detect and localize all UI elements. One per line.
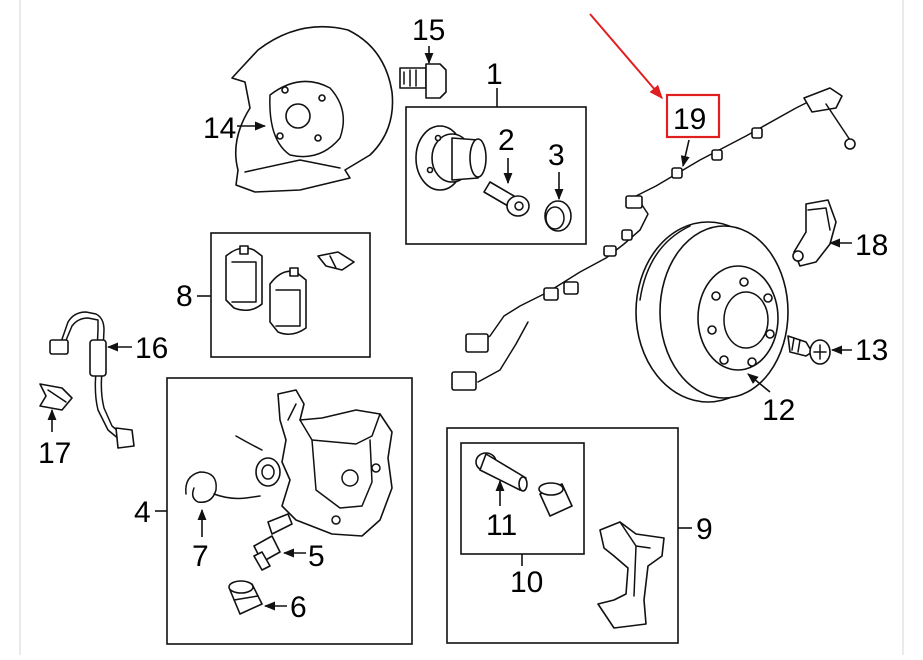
callout-6: 6 — [290, 591, 307, 624]
callout-13: 13 — [855, 334, 888, 367]
callout-3: 3 — [548, 139, 565, 172]
group-box-8 — [210, 232, 371, 358]
callout-4: 4 — [134, 496, 151, 529]
speed-sensor — [792, 199, 837, 267]
brake-disc — [635, 221, 789, 403]
hub-cap-3 — [544, 200, 572, 232]
bleeder-screw-5 — [253, 513, 293, 571]
caliper-housing — [235, 389, 393, 537]
callout-2: 2 — [498, 124, 515, 157]
pad-clip — [317, 251, 355, 271]
disc-screw — [787, 335, 831, 365]
callout-16: 16 — [135, 332, 168, 365]
brake-hose — [49, 311, 135, 449]
guide-pin-11 — [475, 452, 528, 492]
callout-15: 15 — [412, 14, 445, 47]
caliper-carrier — [597, 521, 665, 629]
callout-11: 11 — [486, 509, 517, 542]
callout-18: 18 — [855, 229, 888, 262]
leader-19 — [680, 139, 690, 168]
callout-9: 9 — [696, 513, 713, 546]
callout-10: 10 — [510, 566, 543, 599]
callout-8: 8 — [176, 280, 193, 313]
callout-1: 1 — [486, 58, 503, 91]
hub-bolt-2 — [483, 181, 530, 217]
dust-cap-6 — [228, 580, 263, 615]
leader-12 — [747, 373, 771, 393]
brake-pad-outer — [269, 267, 307, 336]
caliper-spring-7 — [185, 471, 261, 503]
retaining-clip — [39, 383, 73, 411]
highlight-box-19 — [665, 93, 721, 139]
callout-12: 12 — [762, 394, 795, 427]
callout-19: 19 — [673, 103, 706, 136]
abs-sensor-wire — [451, 87, 856, 391]
callout-17: 17 — [38, 437, 71, 470]
callout-14: 14 — [203, 112, 236, 145]
group-box-9 — [446, 427, 679, 644]
red-pointer-arrow — [589, 13, 663, 100]
wheel-hub — [415, 125, 487, 191]
callout-7: 7 — [192, 540, 209, 573]
group-box-1 — [405, 106, 587, 245]
bolt-15 — [399, 63, 447, 99]
dust-shield — [231, 25, 394, 193]
callout-5: 5 — [308, 540, 325, 573]
brake-pad-inner — [225, 245, 263, 312]
guide-bushing — [538, 482, 573, 517]
